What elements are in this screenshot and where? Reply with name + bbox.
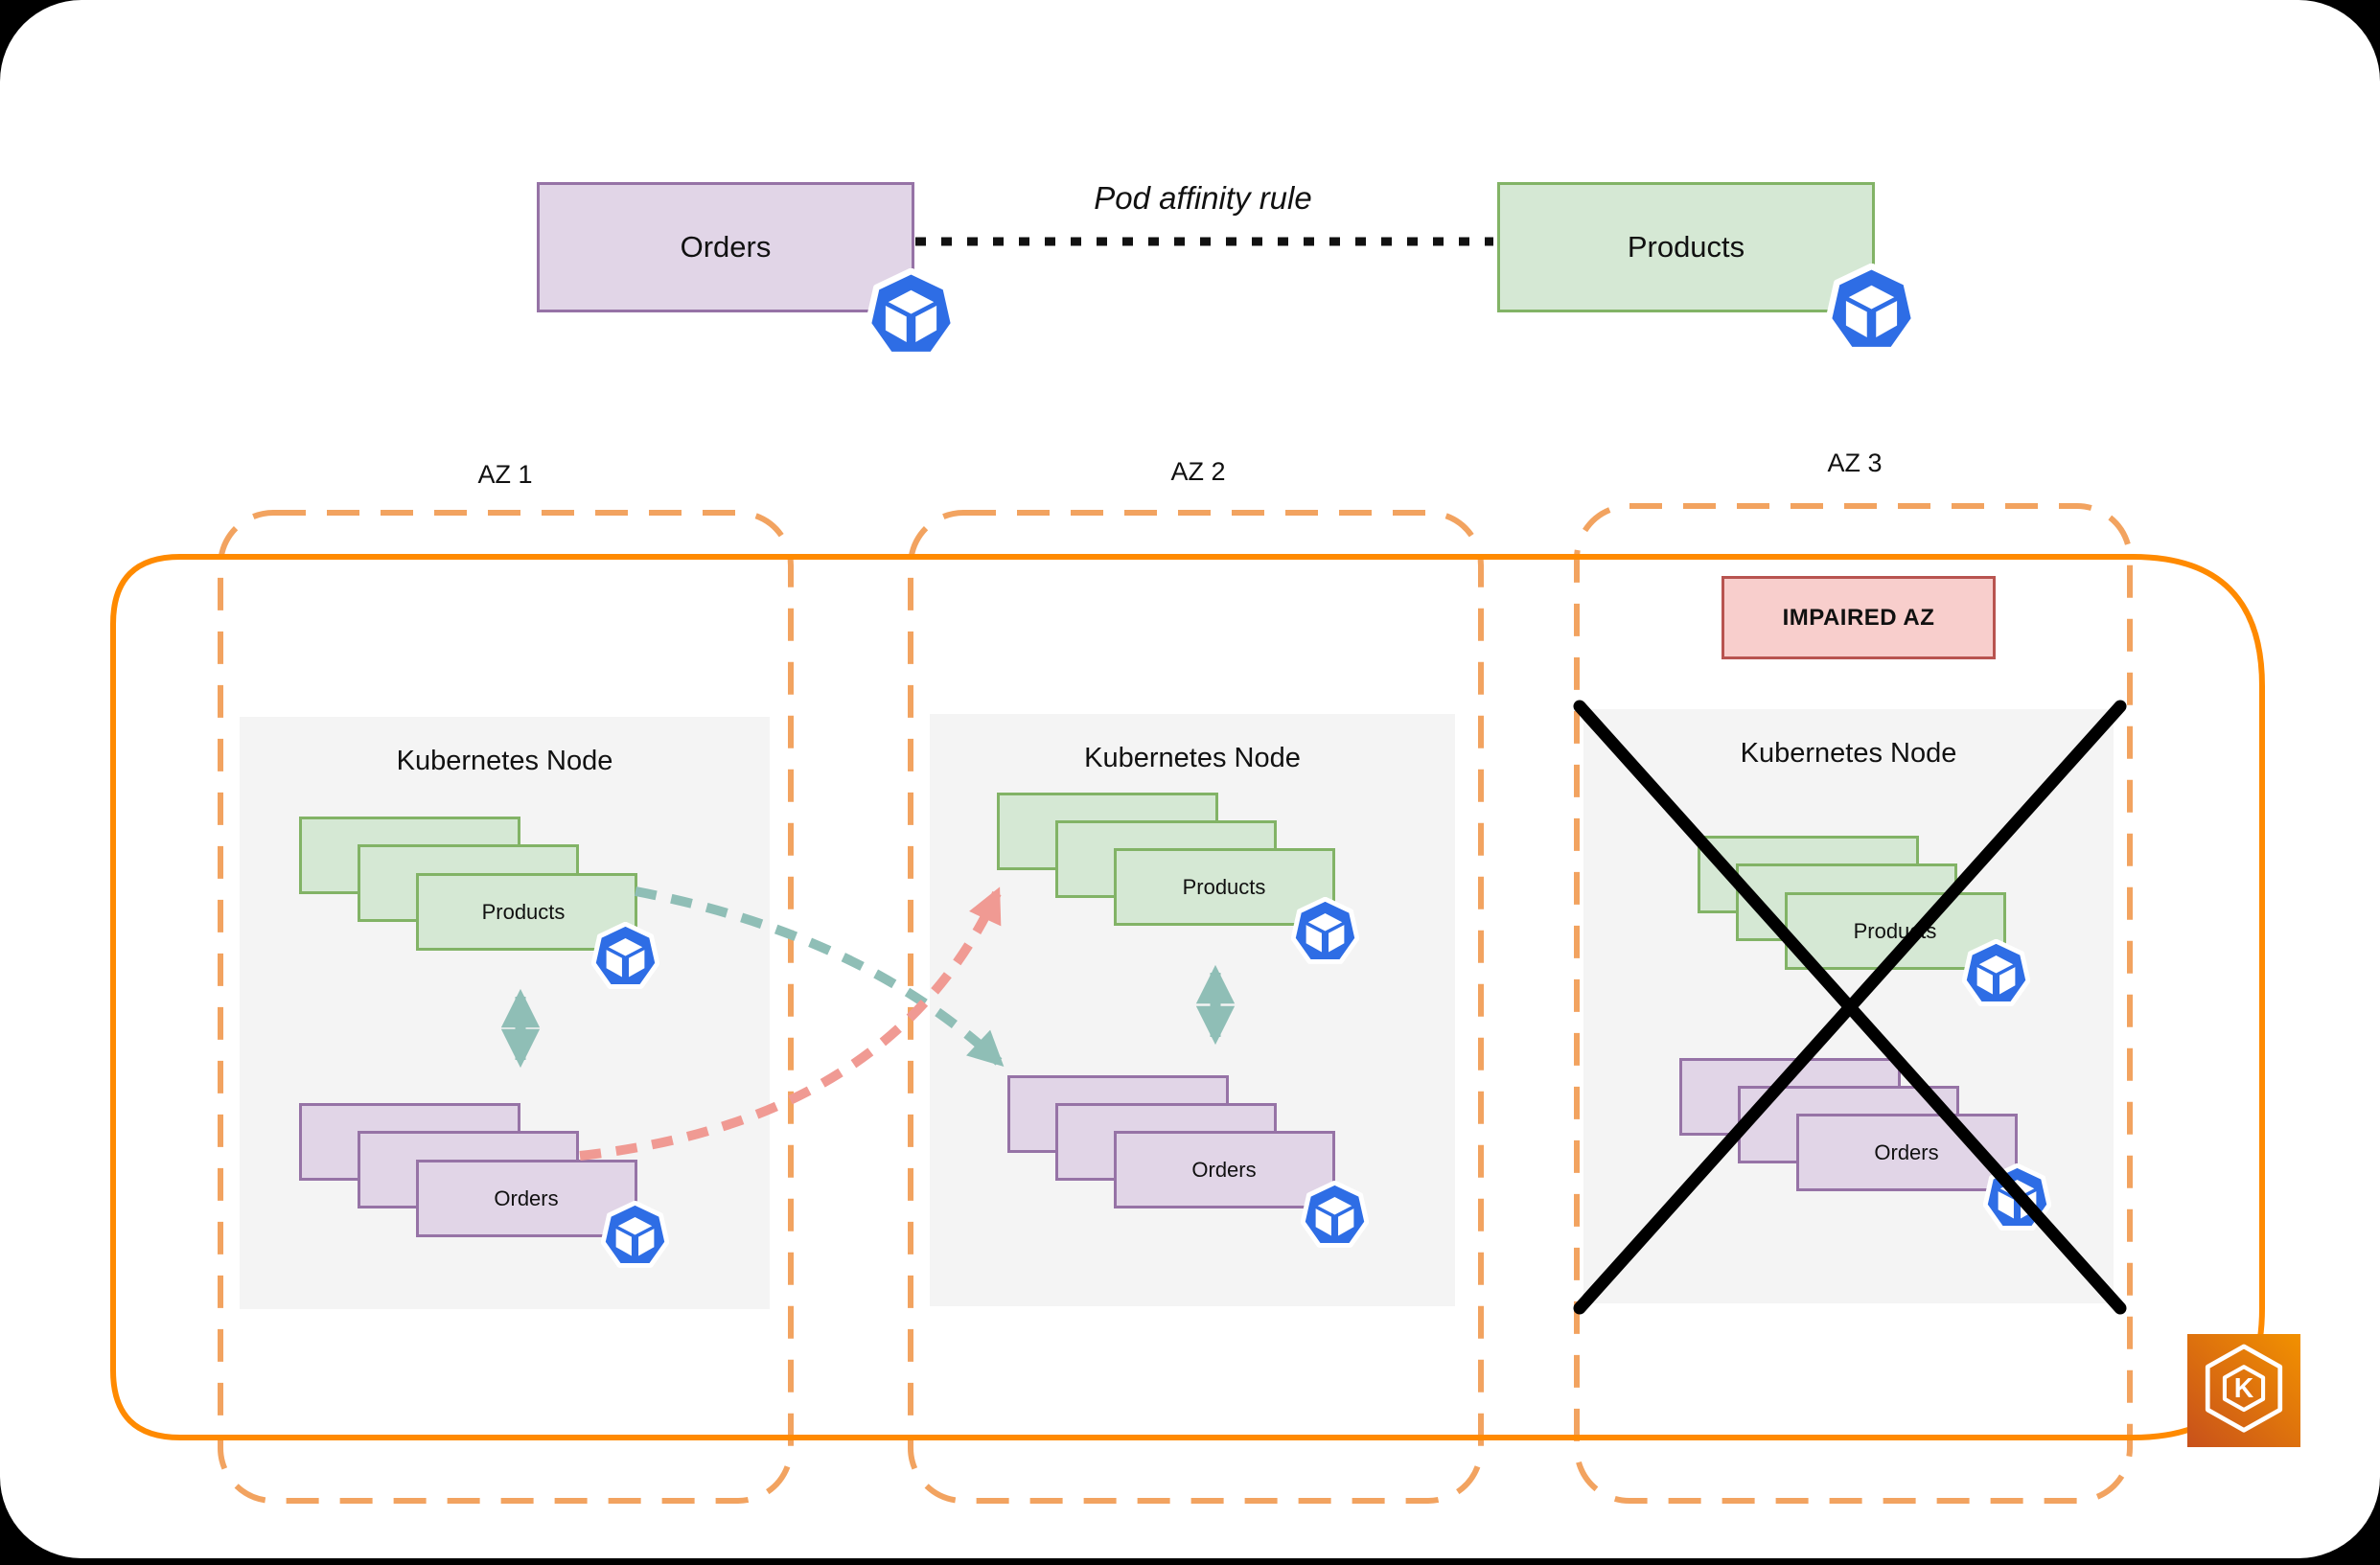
az1-label: AZ 1: [477, 460, 533, 489]
kubernetes-pod-icon: [591, 922, 659, 989]
az2-products-label: Products: [1182, 875, 1266, 899]
az3-node-title: Kubernetes Node: [1740, 738, 1957, 769]
kubernetes-pod-icon: [601, 1201, 669, 1268]
kubernetes-pod-icon: [1983, 1163, 2051, 1231]
az2-node-title: Kubernetes Node: [1084, 743, 1301, 773]
az1-orders-label: Orders: [494, 1186, 559, 1210]
eks-icon-letter: K: [2234, 1373, 2254, 1404]
impaired-az-badge: IMPAIRED AZ: [1721, 576, 1996, 659]
kubernetes-pod-icon: [1826, 264, 1917, 354]
kubernetes-pod-icon: [1962, 939, 2030, 1006]
az3-orders-label: Orders: [1874, 1140, 1939, 1164]
pod-affinity-rule-label: Pod affinity rule: [1094, 180, 1312, 216]
orders-deployment-box: Orders: [537, 182, 914, 312]
impaired-az-label: IMPAIRED AZ: [1782, 604, 1935, 631]
amazon-eks-icon: K: [2187, 1334, 2300, 1447]
az3-products-label: Products: [1853, 919, 1937, 943]
az3-label: AZ 3: [1827, 449, 1883, 477]
az1-node-title: Kubernetes Node: [396, 746, 613, 776]
orders-deployment-label: Orders: [680, 230, 772, 264]
kubernetes-pod-icon: [1291, 897, 1359, 964]
products-deployment-label: Products: [1627, 230, 1745, 264]
az2-label: AZ 2: [1170, 457, 1226, 486]
products-deployment-box: Products: [1497, 182, 1875, 312]
kubernetes-pod-icon: [866, 268, 957, 358]
az2-orders-label: Orders: [1191, 1158, 1257, 1182]
kubernetes-pod-icon: [1301, 1181, 1369, 1248]
az1-products-label: Products: [481, 900, 566, 924]
